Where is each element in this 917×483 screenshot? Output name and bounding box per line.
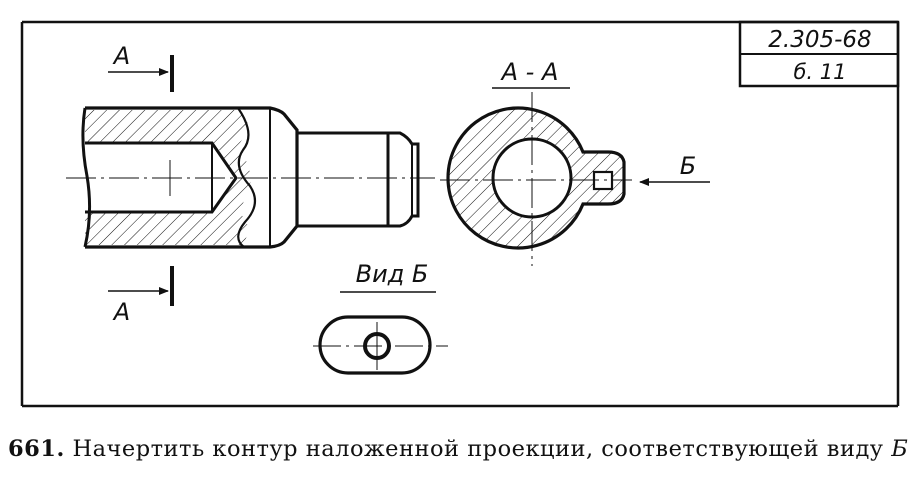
section-marker-top: А: [108, 42, 174, 92]
view-title: Вид Б: [356, 260, 429, 288]
problem-view-letter: Б: [891, 436, 909, 462]
problem-text: Начертить контур наложенной проекции, со…: [72, 436, 884, 462]
title-stamp: 2.305-68 б. 11: [738, 20, 900, 88]
part-side-view: [66, 106, 435, 249]
section-ring-hatch: [448, 108, 624, 249]
view-b: Вид Б: [313, 260, 448, 375]
view-direction-label: Б: [680, 152, 696, 180]
section-a-a: А - А Б: [440, 58, 710, 266]
stamp-standard: 2.305-68: [768, 27, 871, 53]
problem-number: 661.: [8, 436, 65, 462]
section-marker-bottom: А: [108, 266, 174, 326]
problem-caption: 661. Начертить контур наложенной проекци…: [8, 436, 913, 462]
section-view-title: А - А: [500, 58, 559, 86]
section-label-bottom: А: [112, 298, 130, 326]
view-b-outline: [318, 315, 432, 375]
part-wall-hatch-bottom: [85, 212, 250, 245]
stamp-sheet: б. 11: [793, 60, 846, 84]
section-label-top: А: [112, 42, 130, 70]
part-wall-hatch-center: [215, 143, 252, 212]
part-wall-hatch-top: [85, 110, 250, 143]
